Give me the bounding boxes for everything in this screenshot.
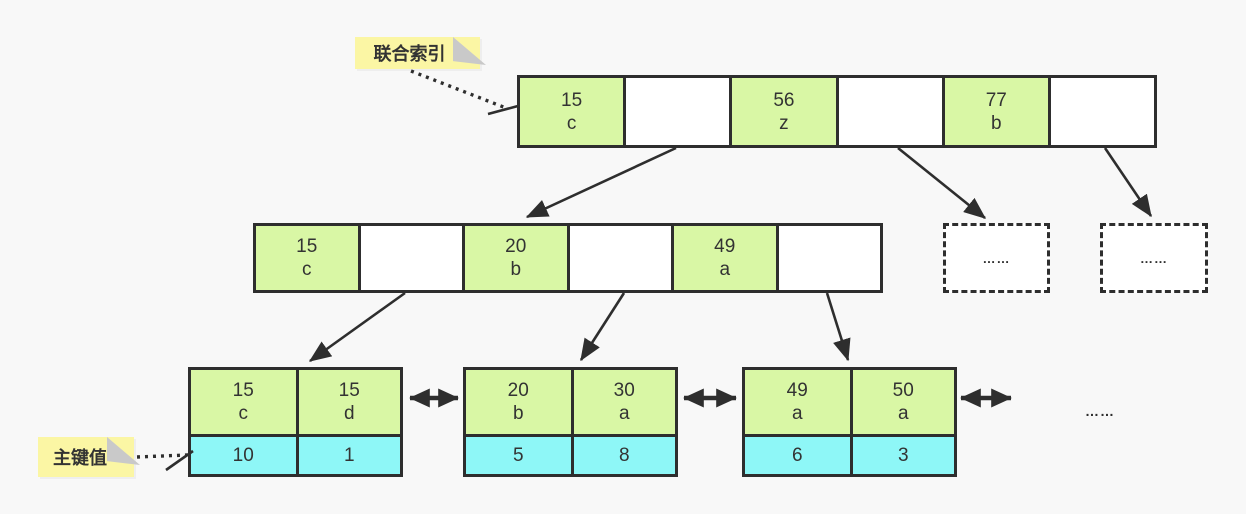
index-subkey: b	[990, 112, 1002, 134]
index-cell: 56 z	[729, 78, 836, 145]
primary-key-label: 主键值	[53, 448, 107, 468]
index-cell: 15 c	[520, 78, 624, 145]
index-key: 15	[561, 89, 583, 111]
tree-edge-arrow	[308, 291, 406, 363]
index-key: 15	[232, 380, 254, 401]
dashed-node: ……	[1100, 223, 1208, 293]
index-subkey: a	[897, 403, 909, 424]
pointer-cell	[566, 226, 671, 290]
composite-index-label: 联合索引	[373, 44, 446, 64]
index-cell: 20 b	[462, 226, 567, 290]
index-cell: 50 a	[849, 370, 954, 434]
index-subkey: a	[791, 403, 803, 424]
pk-cell: 1	[295, 434, 400, 474]
note-fold	[453, 37, 486, 65]
index-key: 56	[773, 89, 795, 111]
pk-cell: 3	[849, 434, 954, 474]
tree-edge-arrow	[579, 292, 626, 362]
ellipsis-text: ……	[1085, 403, 1115, 419]
index-key: 30	[613, 380, 635, 401]
note-pointer-arrow	[410, 69, 507, 110]
index-key: 49	[714, 236, 736, 257]
tree-edge-arrow	[825, 292, 851, 362]
index-subkey: b	[512, 403, 524, 424]
index-cell: 20 b	[466, 370, 571, 434]
pk-value: 6	[791, 445, 803, 466]
index-subkey: z	[779, 112, 789, 134]
pk-cell: 8	[570, 434, 675, 474]
index-key: 50	[892, 380, 914, 401]
index-subkey: c	[302, 259, 312, 280]
index-cell: 30 a	[570, 370, 675, 434]
tree-edge-arrow	[525, 146, 677, 219]
index-key: 77	[985, 89, 1007, 111]
leaf-node: 15 c 15 d 10 1	[188, 367, 403, 477]
pk-value: 1	[343, 445, 355, 466]
primary-key-note: 主键值	[38, 437, 140, 477]
pk-value: 10	[232, 445, 254, 466]
index-subkey: b	[510, 259, 522, 280]
index-key: 15	[338, 380, 360, 401]
composite-index-note: 联合索引	[355, 37, 486, 69]
tree-edge-arrow	[897, 146, 987, 220]
leaf-node: 49 a 50 a 6 3	[742, 367, 957, 477]
index-key: 20	[507, 380, 529, 401]
pk-value: 5	[512, 445, 524, 466]
pointer-cell	[835, 78, 942, 145]
pk-cell: 10	[191, 434, 296, 474]
note-pointer-arrow	[136, 453, 188, 459]
index-subkey: c	[566, 112, 577, 134]
index-cell: 49 a	[671, 226, 776, 290]
index-key: 15	[296, 236, 318, 257]
index-cell: 77 b	[941, 78, 1048, 145]
root-node: 15 c 56 z 77 b	[517, 75, 1157, 148]
ellipsis-text: ……	[982, 250, 1011, 266]
leaf-node: 20 b 30 a 5 8	[463, 367, 678, 477]
index-cell: 15 d	[295, 370, 400, 434]
index-subkey: a	[618, 403, 630, 424]
index-cell: 15 c	[191, 370, 296, 434]
dashed-node: ……	[943, 223, 1050, 293]
note-pointer-arrowhead	[487, 104, 519, 116]
index-cell: 49 a	[745, 370, 850, 434]
index-key: 20	[505, 236, 527, 257]
note-fold	[107, 437, 140, 465]
internal-node: 15 c 20 b 49 a	[253, 223, 883, 293]
pk-value: 8	[618, 445, 630, 466]
pk-cell: 5	[466, 434, 571, 474]
index-key: 49	[786, 380, 808, 401]
pk-cell: 6	[745, 434, 850, 474]
ellipsis-text: ……	[1140, 250, 1168, 266]
pointer-cell	[775, 226, 880, 290]
index-subkey: a	[719, 259, 731, 280]
pointer-cell	[1047, 78, 1155, 145]
pk-value: 3	[897, 445, 909, 466]
index-cell: 15 c	[256, 226, 358, 290]
pointer-cell	[357, 226, 462, 290]
tree-edge-arrow	[1103, 147, 1153, 218]
index-subkey: c	[238, 403, 249, 424]
pointer-cell	[623, 78, 730, 145]
index-subkey: d	[343, 403, 355, 424]
